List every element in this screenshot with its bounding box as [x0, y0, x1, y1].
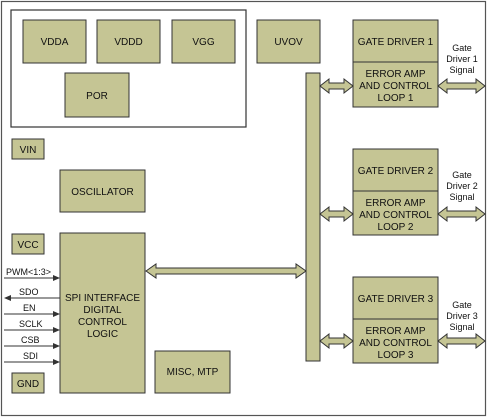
error-amp-1-line1: ERROR AMP	[365, 69, 425, 80]
vgg-block: VGG	[171, 19, 236, 64]
bus-to-loop-3-arrow	[319, 332, 354, 350]
spi-label-line2: DIGITAL	[83, 305, 122, 316]
error-amp-2-block: ERROR AMP AND CONTROL LOOP 2	[352, 190, 439, 236]
sdi-label: SDI	[23, 351, 38, 361]
csb-pin: CSB	[4, 335, 60, 349]
error-amp-1-block: ERROR AMP AND CONTROL LOOP 1	[352, 61, 439, 108]
vcc-block: VCC	[11, 233, 45, 255]
error-amp-2-line2: AND CONTROL	[359, 210, 432, 221]
vgg-label: VGG	[192, 37, 214, 48]
oscillator-block: OSCILLATOR	[59, 169, 146, 213]
sdo-pin: SDO	[4, 287, 60, 301]
error-amp-1-line3: LOOP 1	[378, 93, 414, 104]
gate-driver-1-signal-line3: Signal	[449, 65, 474, 75]
por-label: POR	[86, 91, 108, 102]
gnd-label: GND	[17, 379, 39, 390]
spi-bus-arrow	[145, 263, 307, 279]
gate-driver-1-label: GATE DRIVER 1	[358, 37, 434, 48]
gate-driver-3-signal-arrow	[437, 332, 486, 350]
error-amp-2-line3: LOOP 2	[378, 222, 414, 233]
vdda-label: VDDA	[41, 37, 69, 48]
misc-mtp-label: MISC, MTP	[167, 367, 219, 378]
gate-driver-2-signal-line1: Gate	[452, 170, 472, 180]
bus-to-loop-2-arrow	[319, 205, 354, 223]
channel-1: GATE DRIVER 1 ERROR AMP AND CONTROL LOOP…	[319, 19, 486, 108]
por-block: POR	[64, 72, 130, 118]
gate-driver-2-signal-line2: Driver 2	[446, 181, 478, 191]
error-amp-1-line2: AND CONTROL	[359, 81, 432, 92]
oscillator-label: OSCILLATOR	[71, 187, 133, 198]
gnd-block: GND	[11, 372, 45, 394]
channel-2: GATE DRIVER 2 ERROR AMP AND CONTROL LOOP…	[319, 148, 486, 236]
vddd-label: VDDD	[114, 37, 142, 48]
vin-block: VIN	[11, 138, 45, 160]
gate-driver-2-signal-line3: Signal	[449, 192, 474, 202]
misc-mtp-block: MISC, MTP	[154, 350, 231, 394]
internal-bus	[305, 72, 321, 362]
gate-driver-1-block: GATE DRIVER 1	[352, 19, 439, 63]
gate-driver-1-signal-line1: Gate	[452, 43, 472, 53]
channel-3: GATE DRIVER 3 ERROR AMP AND CONTROL LOOP…	[319, 276, 486, 364]
gate-driver-3-label: GATE DRIVER 3	[358, 294, 434, 305]
vdda-block: VDDA	[22, 19, 87, 64]
en-pin: EN	[4, 303, 60, 317]
csb-label: CSB	[21, 335, 40, 345]
gate-driver-2-signal-arrow	[437, 205, 486, 223]
vin-label: VIN	[20, 145, 37, 156]
error-amp-3-block: ERROR AMP AND CONTROL LOOP 3	[352, 318, 439, 364]
bus-to-loop-1-arrow	[319, 77, 354, 95]
error-amp-3-line1: ERROR AMP	[365, 326, 425, 337]
spi-label-line3: CONTROL	[78, 317, 127, 328]
gate-driver-2-label: GATE DRIVER 2	[358, 166, 434, 177]
pwm-label: PWM<1:3>	[6, 267, 51, 277]
uvov-block: UVOV	[256, 19, 321, 64]
gate-driver-3-block: GATE DRIVER 3	[352, 276, 439, 320]
gate-driver-3-signal-line2: Driver 3	[446, 311, 478, 321]
sclk-label: SCLK	[19, 319, 43, 329]
uvov-label: UVOV	[274, 37, 303, 48]
sclk-pin: SCLK	[4, 319, 60, 333]
en-label: EN	[23, 303, 36, 313]
sdo-label: SDO	[19, 287, 39, 297]
spi-interface-block: SPI INTERFACE DIGITAL CONTROL LOGIC	[59, 232, 146, 394]
error-amp-3-line3: LOOP 3	[378, 350, 414, 361]
spi-label-line4: LOGIC	[87, 329, 118, 340]
vcc-label: VCC	[17, 240, 38, 251]
error-amp-2-line1: ERROR AMP	[365, 198, 425, 209]
sdi-pin: SDI	[4, 351, 60, 365]
pwm-input: PWM<1:3>	[4, 267, 60, 281]
gate-driver-3-signal-line1: Gate	[452, 300, 472, 310]
error-amp-3-line2: AND CONTROL	[359, 338, 432, 349]
spi-label-line1: SPI INTERFACE	[65, 293, 140, 304]
gate-driver-2-block: GATE DRIVER 2	[352, 148, 439, 192]
gate-driver-1-signal-line2: Driver 1	[446, 54, 478, 64]
gate-driver-3-signal-line3: Signal	[449, 322, 474, 332]
gate-driver-1-signal-arrow	[437, 77, 486, 95]
vddd-block: VDDD	[96, 19, 161, 64]
